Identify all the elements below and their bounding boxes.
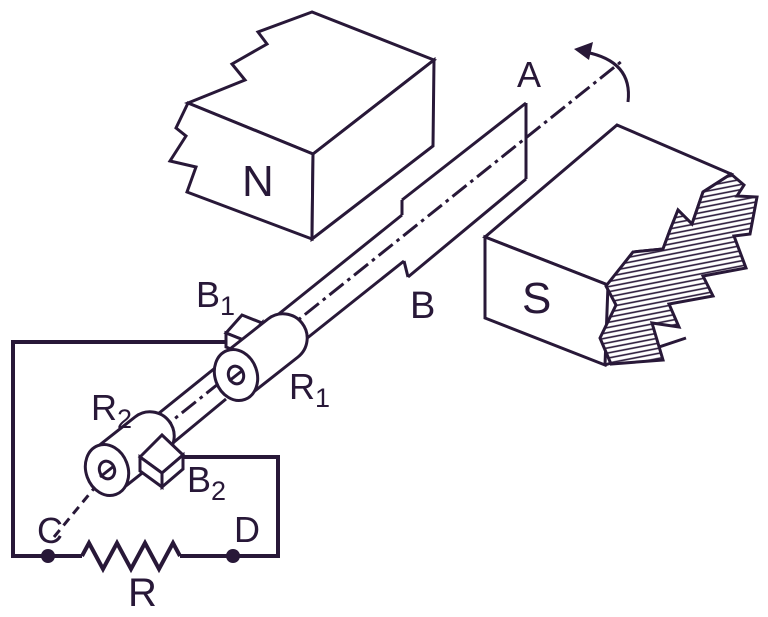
magnet-north [167, 10, 438, 243]
axis-dashdot-segment [107, 59, 623, 474]
label-slip-ring-r2: R2 [91, 387, 132, 434]
external-circuit [11, 340, 280, 574]
labels: N S A B C D R B1 B2 R1 R2 [37, 54, 551, 615]
label-terminal-d: D [234, 509, 260, 550]
axis-dashed-segment [52, 485, 98, 538]
slip-ring-r2 [83, 410, 176, 497]
rotation-arrowhead [574, 42, 593, 60]
label-brush-b2-base: B [187, 459, 211, 500]
label-brush-b1-base: B [196, 274, 220, 315]
label-slip-ring-r2-sub: 2 [117, 404, 132, 434]
slip-ring-r2-center-dash [99, 464, 115, 479]
brush-b2 [137, 432, 186, 491]
label-slip-ring-r1-sub: 1 [315, 383, 330, 413]
label-slip-ring-r1: R1 [289, 366, 330, 413]
magnet-south [482, 123, 759, 368]
coil-plate-top-edge [401, 101, 527, 202]
slip-ring-r1-center-dash [228, 368, 244, 383]
label-slip-ring-r2-base: R [91, 387, 117, 428]
label-coil-end-a: A [517, 54, 541, 95]
label-magnet-south: S [522, 274, 551, 323]
label-coil-end-b: B [410, 285, 435, 327]
axis-centerline [52, 59, 623, 538]
label-brush-b1-sub: 1 [220, 291, 235, 321]
coil-plate-bottom-edge [407, 177, 527, 279]
label-brush-b1: B1 [196, 274, 235, 321]
shaft-upper-line [269, 213, 403, 323]
label-magnet-north: N [242, 157, 274, 206]
label-brush-b2-sub: 2 [211, 476, 226, 506]
label-resistor: R [128, 571, 157, 615]
terminal-c-dot [41, 549, 55, 563]
resistor-symbol [80, 538, 182, 574]
rotation-arrow-icon [574, 42, 630, 103]
shaft-lower-line [295, 259, 405, 349]
magnet-north-right-face [310, 56, 436, 243]
label-slip-ring-r1-base: R [289, 366, 315, 407]
label-brush-b2: B2 [187, 459, 226, 506]
brush-b2-right-face [160, 451, 185, 491]
label-terminal-c: C [37, 510, 63, 551]
slip-ring-r1 [212, 312, 309, 402]
rotation-arc [584, 50, 630, 103]
terminal-d-dot [226, 549, 240, 563]
magnet-south-break-hatch [598, 172, 759, 366]
coil-break-step-lower [402, 260, 410, 278]
